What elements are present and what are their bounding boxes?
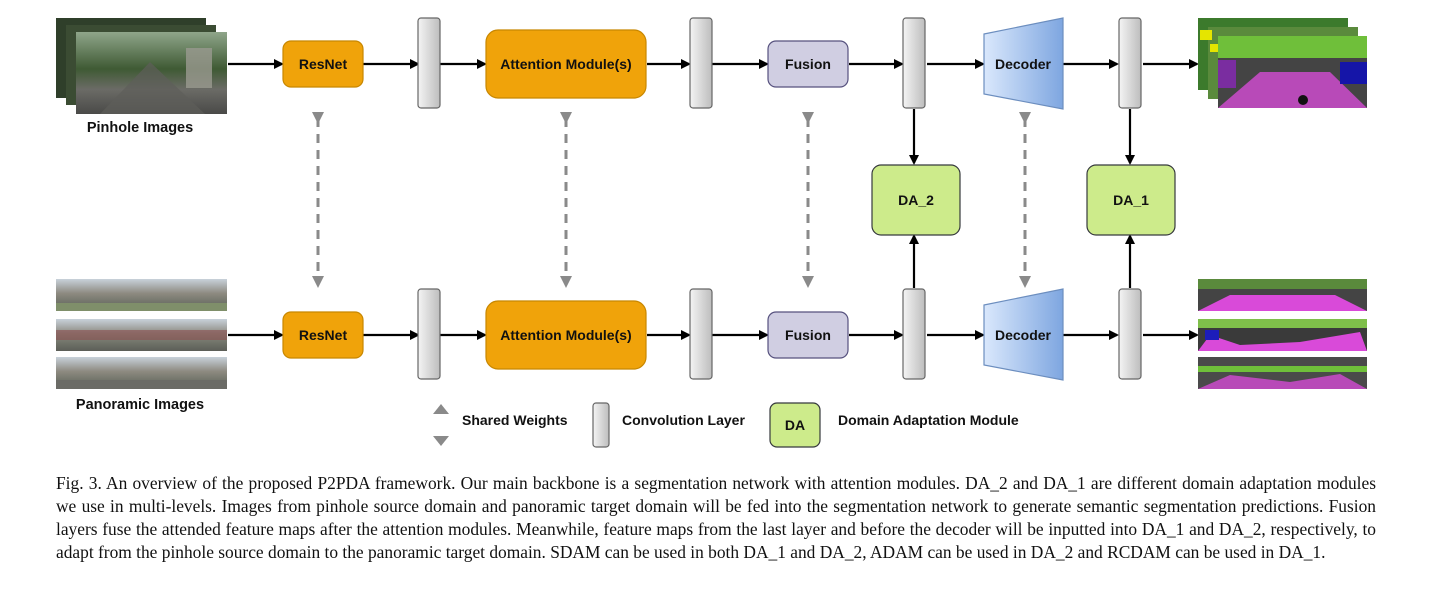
attention-label-bottom: Attention Module(s) [500, 327, 631, 343]
da2-label: DA_2 [898, 192, 934, 208]
da-legend-badge [769, 402, 821, 448]
decoder-label-bottom: Decoder [995, 327, 1052, 343]
conv-layer [417, 17, 441, 109]
fusion-label-bottom: Fusion [785, 327, 831, 343]
decoder-block-top [983, 17, 1064, 110]
decoder-block-bottom [983, 288, 1064, 381]
conv-layer [417, 288, 441, 380]
resnet-block-top [282, 40, 364, 88]
panoramic-images-label: Panoramic Images [76, 397, 204, 413]
conv-layer [1118, 288, 1142, 380]
legend-shared-weights: Shared Weights [462, 412, 568, 428]
conv-layer [689, 17, 713, 109]
legend: Shared Weights Convolution Layer DA Doma… [433, 402, 1019, 448]
conv-layer-legend-icon [592, 402, 610, 448]
pinhole-image-stack [56, 18, 227, 114]
pinhole-segmentation-outputs [1198, 18, 1367, 108]
decoder-label-top: Decoder [995, 56, 1052, 72]
pinhole-images-label: Pinhole Images [87, 120, 193, 136]
attention-label-top: Attention Module(s) [500, 56, 631, 72]
figure-caption: Fig. 3. An overview of the proposed P2PD… [56, 473, 1376, 562]
da1-label: DA_1 [1113, 192, 1149, 208]
shared-weights-legend-icon [433, 404, 449, 446]
fusion-block-top [767, 40, 849, 88]
panoramic-image-stack [56, 279, 227, 389]
legend-da-badge-label: DA [785, 417, 805, 433]
fusion-block-bottom [767, 311, 849, 359]
conv-layers [417, 17, 1142, 380]
legend-conv-layer: Convolution Layer [622, 412, 745, 428]
attention-block-bottom [485, 300, 647, 370]
conv-layer [902, 17, 926, 109]
resnet-label-bottom: ResNet [299, 327, 348, 343]
framework-diagram: Pinhole Images Panoramic Images [56, 17, 1367, 448]
legend-da-module: Domain Adaptation Module [838, 412, 1019, 428]
resnet-label-top: ResNet [299, 56, 348, 72]
shared-weight-arrows [312, 112, 1031, 288]
fusion-label-top: Fusion [785, 56, 831, 72]
top-row-arrows [228, 59, 1199, 165]
da2-block [871, 164, 961, 236]
attention-block-top [485, 29, 647, 99]
panoramic-segmentation-outputs [1198, 279, 1367, 389]
resnet-block-bottom [282, 311, 364, 359]
bottom-row-arrows [228, 234, 1199, 340]
conv-layer [902, 288, 926, 380]
conv-layer [689, 288, 713, 380]
da1-block [1086, 164, 1176, 236]
conv-layer [1118, 17, 1142, 109]
